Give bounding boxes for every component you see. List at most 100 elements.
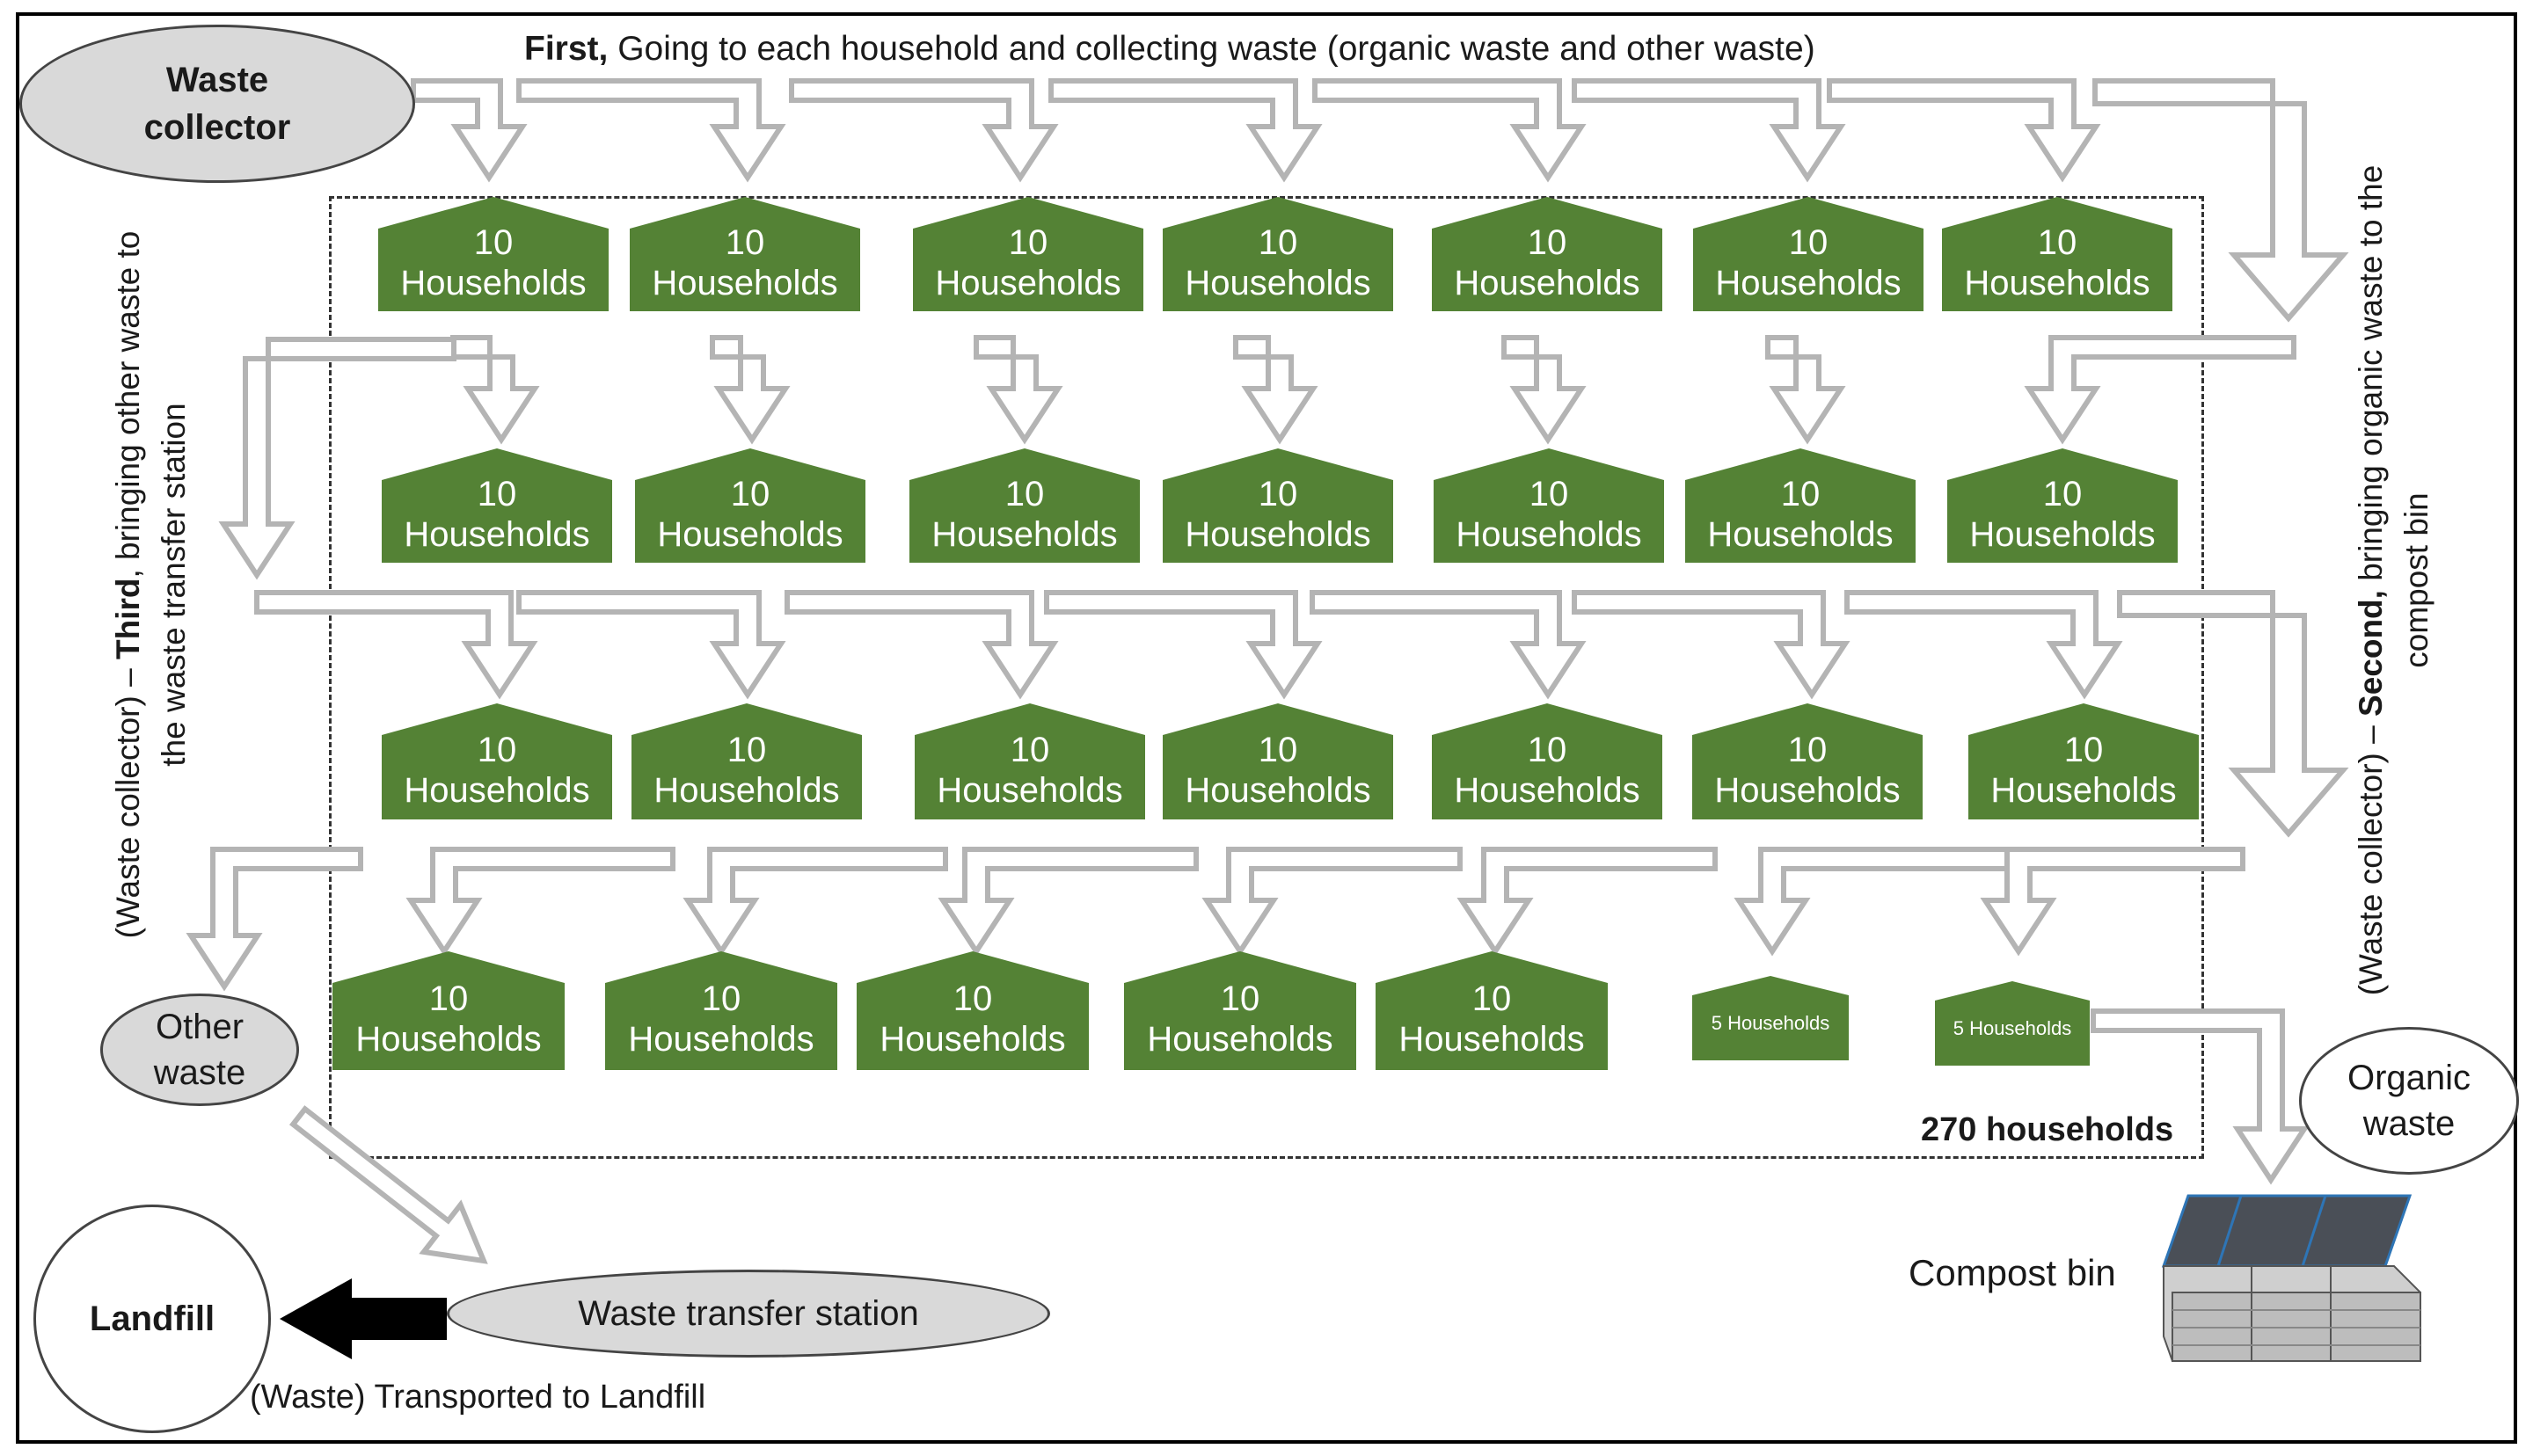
flow-arrow-row3-5 [1310,590,1587,700]
household-group-r3-7-shape [1968,703,2199,819]
flow-arrow-row2-2 [710,335,791,445]
household-group-r4-1-shape [332,951,565,1070]
household-group-r2-4-shape [1163,448,1393,563]
household-number: 10 [1787,730,1828,769]
household-group-r2-5-shape [1434,448,1664,563]
household-group-r3-1-shape [382,703,612,819]
household-group-r4-2-shape [605,951,837,1070]
household-word: Households [355,1020,542,1059]
household-group-r3-5-shape [1432,703,1662,819]
flow-arrow-row4-5 [1456,847,1718,957]
flow-arrow-to-transfer-station [288,1105,488,1264]
flow-arrow-row4-7 [1980,847,2245,957]
flow-arrow-to-compost [2091,1008,2310,1185]
flow-arrow-row1-3 [789,78,1059,183]
household-count-label: 5 Households [1953,1017,2072,1040]
household-word: Households [880,1020,1066,1059]
transported-label: (Waste) Transported to Landfill [250,1379,706,1416]
other-waste-label-1: Other [155,1008,245,1046]
household-group-r2-3-shape [909,448,1140,563]
household-number: 10 [428,979,469,1019]
second-step-text: bringing organic waste to the [2353,164,2390,591]
flow-arrow-left-mid [218,337,456,580]
household-group-r2-6-shape [1685,448,1916,563]
household-number: 10 [2042,474,2083,513]
household-group-r4-5-shape [1376,951,1608,1070]
first-step-label: First, Going to each household and colle… [524,30,1815,69]
household-group-r1-2-shape [630,197,860,311]
flow-arrow-row3-4 [1044,590,1323,700]
third-step-bold: Third [110,578,147,660]
household-number: 10 [1258,474,1298,513]
waste-collector-node: Waste collector [19,25,415,183]
household-word: Households [1185,770,1371,810]
household-word: Households [937,770,1123,810]
flow-arrow-right-mid [2117,590,2349,838]
household-word: Households [1185,514,1371,554]
household-number: 10 [477,730,517,769]
household-word: Households [1715,263,1902,302]
household-group-r4-4-shape [1124,951,1356,1070]
household-word: Households [628,1020,814,1059]
flow-arrow-row1-6 [1572,78,1846,183]
household-word: Households [652,263,838,302]
flow-arrow-row1-1 [411,78,528,183]
landfill-label: Landfill [89,1299,215,1338]
household-number: 10 [473,222,514,262]
flow-arrow-row1-4 [1048,78,1323,183]
flow-arrow-row4-4 [1201,847,1463,957]
flow-arrow-row1-7 [1827,78,2101,183]
household-word: Households [400,263,587,302]
household-number: 10 [730,474,770,513]
household-number: 10 [1258,222,1298,262]
compost-bin-illustration [2161,1194,2421,1362]
household-word: Households [1969,514,2156,554]
households-boundary [329,196,2204,1159]
household-group-r3-3-shape [915,703,1145,819]
waste-transfer-station-label: Waste transfer station [578,1293,919,1333]
total-households-label: 270 households [1921,1111,2174,1148]
diagram-frame [16,12,2517,1444]
third-step-line2: the waste transfer station [156,403,192,767]
waste-collector-label-1: Waste [165,61,269,99]
household-word: Households [1147,1020,1333,1059]
flow-arrow-row4-1 [405,847,675,957]
household-word: Households [1454,263,1640,302]
household-number: 10 [2037,222,2077,262]
household-number: 10 [1471,979,1512,1019]
household-word: Households [1456,514,1642,554]
first-step-bold: First, [524,30,609,68]
flow-arrow-row3-3 [785,590,1059,700]
household-number: 10 [726,730,767,769]
household-group-r1-1-shape [378,197,609,311]
household-word: Households [1398,1020,1585,1059]
household-number: 10 [1220,979,1260,1019]
household-group-r3-2-shape [631,703,862,819]
flow-arrow-row2-5 [1501,335,1587,445]
flow-arrow-row1-2 [516,78,786,183]
household-word: Households [653,770,840,810]
organic-waste-node: Organic waste [2299,1027,2519,1175]
flow-arrow-row2-4 [1233,335,1318,445]
household-word: Households [1714,770,1901,810]
other-waste-label-2: waste [153,1053,246,1092]
household-word: Households [657,514,843,554]
other-waste-node: Other waste [100,994,299,1106]
